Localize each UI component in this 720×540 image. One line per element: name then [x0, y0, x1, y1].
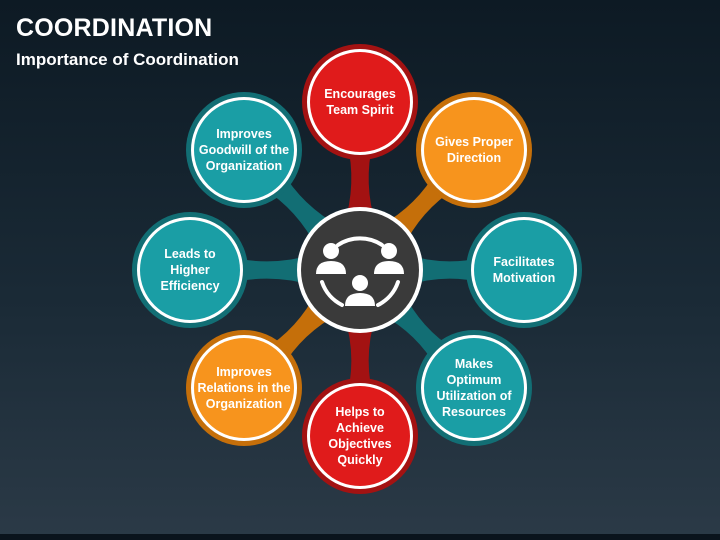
node-helps-achieve-objectives — [302, 378, 418, 494]
node-improves-goodwill — [186, 92, 302, 208]
node-encourages-team-spirit — [302, 44, 418, 160]
node-label-line: Organization — [205, 159, 283, 173]
node-label-line: Helps to — [335, 405, 385, 419]
node-label-line: Organization — [205, 397, 283, 411]
nodes — [132, 44, 582, 494]
node-label-line: Motivation — [492, 271, 556, 285]
node-gives-proper-direction — [416, 92, 532, 208]
connector-encourages-team-spirit — [344, 142, 376, 225]
node-fill — [310, 386, 410, 486]
node-label-line: Makes — [454, 357, 494, 371]
node-fill — [194, 338, 294, 438]
center-hub — [297, 207, 423, 333]
page-title: COORDINATION — [16, 14, 213, 42]
node-fill — [194, 100, 294, 200]
node-label-line: Optimum — [446, 373, 502, 387]
node-label-line: Resources — [442, 405, 506, 419]
connector-leads-higher-efficiency — [230, 254, 315, 286]
node-label-line: Goodwill of the — [198, 143, 290, 157]
node-label-line: Achieve — [336, 421, 384, 435]
node-label-line: Improves — [216, 365, 272, 379]
bottom-bar — [0, 534, 720, 540]
node-fill — [140, 220, 240, 320]
connector-helps-achieve-objectives — [344, 315, 376, 396]
node-fill — [424, 338, 524, 438]
node-label-line: Facilitates — [493, 255, 555, 269]
node-fill — [310, 52, 410, 152]
node-label-line: Team Spirit — [326, 103, 394, 117]
node-label-line: Improves — [216, 127, 272, 141]
node-leads-higher-efficiency — [132, 212, 248, 328]
team-people-cycle-icon — [316, 236, 404, 307]
node-facilitates-motivation — [466, 212, 582, 328]
node-improves-relations — [186, 330, 302, 446]
node-label-line: Efficiency — [160, 279, 220, 293]
node-label-line: Utilization of — [436, 389, 512, 403]
node-makes-optimum-utilization — [416, 330, 532, 446]
node-label-line: Direction — [446, 151, 502, 165]
node-label-line: Higher — [170, 263, 210, 277]
node-label-line: Quickly — [337, 453, 383, 467]
page-subtitle: Importance of Coordination — [16, 50, 239, 69]
node-label-line: Gives Proper — [435, 135, 513, 149]
center-hub-fill — [301, 211, 419, 329]
node-fill — [424, 100, 524, 200]
node-label-line: Encourages — [324, 87, 396, 101]
node-fill — [474, 220, 574, 320]
node-label-line: Leads to — [164, 247, 216, 261]
node-label-line: Relations in the — [197, 381, 291, 395]
node-label-line: Objectives — [328, 437, 392, 451]
connector-facilitates-motivation — [405, 254, 484, 286]
